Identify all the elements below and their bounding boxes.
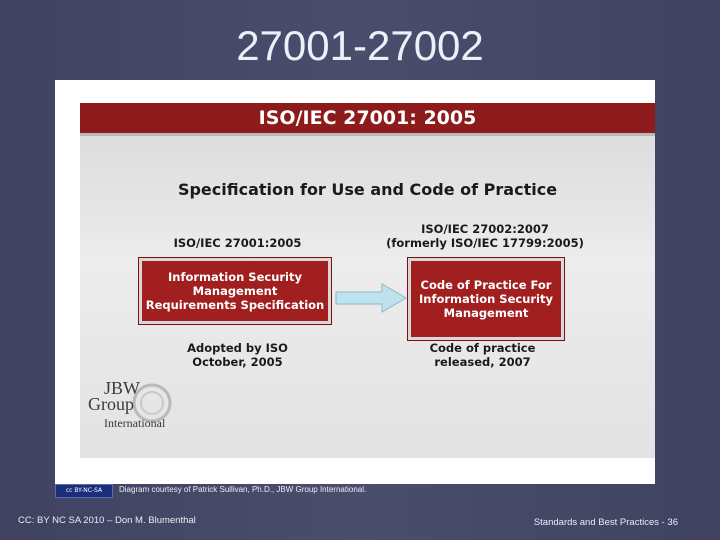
- logo-jbw-text: JBW: [104, 378, 140, 398]
- left-box-line-1: Information Security: [167, 270, 302, 284]
- logo-group-text: Group: [88, 394, 134, 414]
- right-arrow-icon: [335, 283, 407, 313]
- footer-license: CC: BY NC SA 2010 – Don M. Blumenthal: [18, 515, 196, 526]
- left-adoption-line-1: Adopted by ISO: [187, 341, 288, 355]
- diagram-credit: Diagram courtesy of Patrick Sullivan, Ph…: [119, 485, 367, 494]
- right-box-line-1: Code of Practice For: [420, 278, 552, 292]
- left-adoption: Adopted by ISO October, 2005: [150, 341, 325, 369]
- left-red-box: Information Security Management Requirem…: [139, 258, 331, 324]
- left-standard-label: ISO/IEC 27001:2005: [173, 236, 302, 250]
- right-box-line-3: Management: [443, 306, 529, 320]
- left-box-line-3: Requirements Specification: [145, 298, 325, 312]
- right-box-line-2: Information Security: [418, 292, 553, 306]
- right-release: Code of practice released, 2007: [410, 341, 555, 369]
- footer-page-number: Standards and Best Practices - 36: [533, 517, 678, 528]
- slide-title: 27001-27002: [236, 22, 484, 69]
- right-release-line-2: released, 2007: [434, 355, 531, 369]
- right-standard-line-1: ISO/IEC 27002:2007: [421, 222, 549, 236]
- left-box-line-2: Management: [192, 284, 278, 298]
- logo-international-text: International: [104, 416, 166, 430]
- right-red-box: Code of Practice For Information Securit…: [408, 258, 564, 340]
- right-release-line-1: Code of practice: [429, 341, 536, 355]
- cc-license-badge[interactable]: cc BY-NC-SA: [55, 484, 113, 498]
- right-standard-label: ISO/IEC 27002:2007 (formerly ISO/IEC 177…: [385, 222, 585, 250]
- diagram-header: ISO/IEC 27001: 2005: [80, 103, 655, 136]
- diagram-subtitle: Specification for Use and Code of Practi…: [177, 180, 558, 199]
- right-standard-line-2: (formerly ISO/IEC 17799:2005): [386, 236, 584, 250]
- left-adoption-line-2: October, 2005: [192, 355, 283, 369]
- jbw-logo: JBW Group International: [86, 378, 186, 434]
- logo-swirl-icon: [132, 383, 172, 423]
